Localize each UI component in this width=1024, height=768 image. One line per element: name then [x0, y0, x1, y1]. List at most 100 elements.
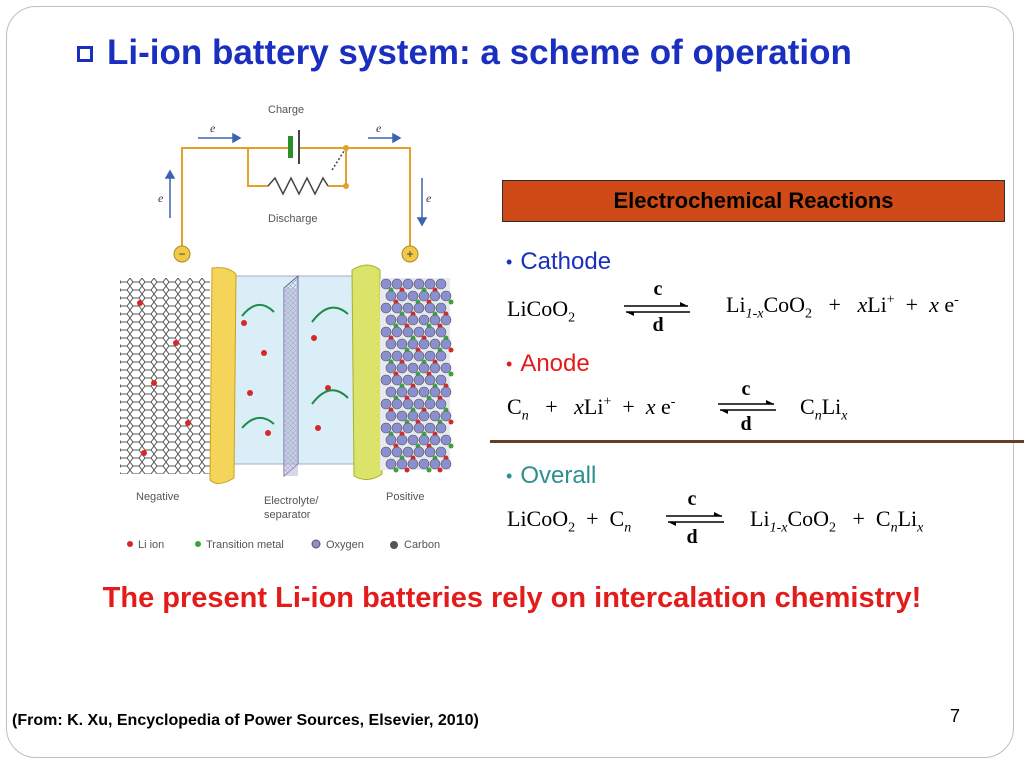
transition-metal-atom	[426, 467, 432, 473]
oxygen-atom	[396, 386, 408, 398]
legend-transition-metal: Transition metal	[206, 539, 284, 551]
oxygen-atom	[396, 434, 408, 446]
oxygen-atom	[435, 278, 447, 290]
transition-metal-atom	[393, 467, 399, 473]
oxygen-atom	[391, 422, 403, 434]
oxygen-atom	[413, 350, 425, 362]
oxygen-atom	[418, 386, 430, 398]
oxygen-atom	[413, 398, 425, 410]
overall-label: Overall	[520, 462, 597, 489]
oxygen-atom	[424, 302, 436, 314]
electron-arrows	[164, 132, 428, 227]
positive-terminal-icon	[401, 245, 419, 263]
battery-diagram: Charge Discharge e e e e − +	[120, 104, 454, 551]
oxygen-atom	[391, 278, 403, 290]
li-ion-particles	[137, 300, 331, 456]
oxygen-atom	[396, 362, 408, 374]
oxygen-atom	[429, 314, 441, 326]
li-ion-legend-icon	[127, 541, 133, 547]
legend-oxygen: Oxygen	[326, 539, 364, 551]
oxygen-atom	[440, 386, 452, 398]
cathode-label: Cathode	[520, 248, 612, 275]
oxygen-atom	[402, 398, 414, 410]
oxygen-atom	[440, 362, 452, 374]
separator-label: separator	[264, 509, 311, 521]
oxygen-atom	[435, 374, 447, 386]
oxygen-atom	[424, 446, 436, 458]
overall-products: Li1-xCoO2 + CnLix	[750, 506, 924, 536]
oxygen-atom	[385, 338, 397, 350]
overall-reactants: LiCoO2 + Cn	[507, 506, 632, 536]
oxygen-atom	[407, 362, 419, 374]
slide-title-text: Li-ion battery system: a scheme of opera…	[107, 33, 852, 72]
battery-symbol-icon	[288, 136, 293, 158]
transition-metal-atom	[448, 299, 454, 305]
oxygen-atom	[435, 326, 447, 338]
oxygen-atom	[413, 446, 425, 458]
oxygen-atom	[385, 410, 397, 422]
oxygen-atom	[418, 362, 430, 374]
svg-text:+: +	[406, 247, 413, 261]
oxygen-atom	[402, 302, 414, 314]
cathode-lattice	[380, 278, 454, 473]
oxygen-atom	[424, 422, 436, 434]
section-divider	[490, 440, 1024, 443]
positive-collector	[351, 264, 383, 480]
oxygen-atom	[440, 314, 452, 326]
li-ion-atom	[437, 467, 443, 473]
overall-bullet: • Overall	[506, 462, 597, 489]
oxygen-atom	[435, 422, 447, 434]
oxygen-atom	[407, 410, 419, 422]
oxygen-atom	[429, 410, 441, 422]
overall-equilibrium-arrow-icon	[666, 512, 724, 526]
oxygen-atom	[407, 386, 419, 398]
electrolyte-label: Electrolyte/	[264, 495, 319, 507]
transition-metal-legend-icon	[195, 541, 201, 547]
electron-label-1: e	[210, 121, 216, 135]
overall-arrow-top: c	[687, 488, 697, 510]
ion-flow-arrows	[241, 304, 349, 429]
overall-arrow-bottom: d	[686, 526, 698, 548]
graphite-anode	[120, 278, 210, 474]
oxygen-atom	[396, 458, 408, 470]
anode-reactants: Cn + xLi+ + x e-	[507, 394, 676, 424]
oxygen-atom	[402, 350, 414, 362]
oxygen-atom	[424, 350, 436, 362]
oxygen-atom	[429, 386, 441, 398]
oxygen-atom	[440, 338, 452, 350]
switch-icon	[331, 147, 347, 171]
negative-terminal-icon	[173, 245, 191, 263]
oxygen-atom	[391, 326, 403, 338]
legend-li-ion: Li ion	[138, 539, 164, 551]
oxygen-atom	[385, 434, 397, 446]
oxygen-atom	[424, 278, 436, 290]
electron-label-2: e	[376, 121, 382, 135]
oxygen-atom	[429, 362, 441, 374]
slide-title: Li-ion battery system: a scheme of opera…	[77, 30, 852, 76]
slide-frame	[6, 6, 1014, 758]
key-statement: The present Li-ion batteries rely on int…	[102, 582, 922, 614]
anode-label: Anode	[520, 350, 590, 377]
discharge-label: Discharge	[268, 213, 318, 225]
cathode-bullet: • Cathode	[506, 248, 612, 275]
oxygen-atom	[435, 398, 447, 410]
diagram-legend: Li ion Transition metal Oxygen Carbon	[127, 539, 440, 551]
oxygen-atom	[435, 446, 447, 458]
anode-equilibrium-arrow-icon	[718, 400, 776, 414]
li-ion-atom	[448, 419, 454, 425]
oxygen-atom	[413, 326, 425, 338]
oxygen-legend-icon	[311, 539, 321, 549]
oxygen-atom	[402, 422, 414, 434]
oxygen-atom	[429, 434, 441, 446]
oxygen-atom	[407, 434, 419, 446]
oxygen-atom	[402, 278, 414, 290]
anode-product: CnLix	[800, 394, 848, 424]
oxygen-atom	[380, 278, 392, 290]
oxygen-atom	[418, 290, 430, 302]
transition-metal-atom	[448, 371, 454, 377]
oxygen-atom	[380, 398, 392, 410]
oxygen-atom	[380, 446, 392, 458]
oxygen-atom	[440, 458, 452, 470]
cathode-arrow-top: c	[653, 278, 663, 300]
checkbox-bullet-icon	[77, 46, 93, 62]
